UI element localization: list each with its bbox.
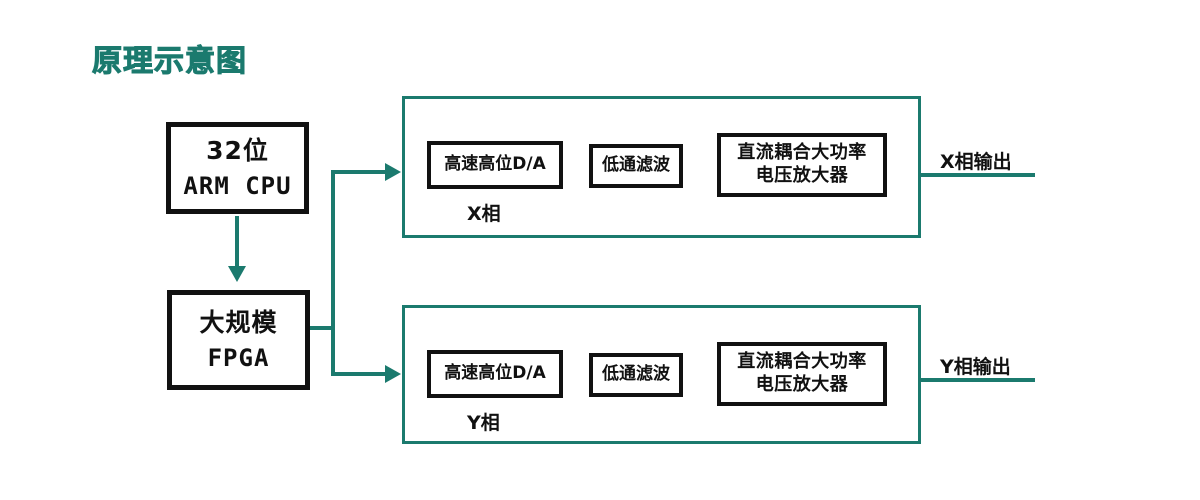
connector-branch-to-y [331, 372, 389, 376]
phase-container-y: 高速高位D/A Y相 低通滤波 直流耦合大功率 电压放大器 [402, 305, 921, 444]
block-fpga-line2: FPGA [207, 343, 270, 372]
connector-branch-to-x [331, 170, 389, 174]
stage-x-amplifier-line2: 电压放大器 [755, 165, 849, 186]
stage-x-amplifier-line1: 直流耦合大功率 [737, 142, 867, 164]
phase-label-x: X相 [467, 203, 501, 225]
stage-y-amplifier-line1: 直流耦合大功率 [737, 351, 867, 373]
stage-x-dac-label: 高速高位D/A [444, 154, 546, 175]
page-title: 原理示意图 [92, 44, 247, 80]
stage-x-lowpass: 低通滤波 [589, 144, 683, 188]
output-wire-x [919, 173, 1035, 177]
stage-y-lowpass-label: 低通滤波 [602, 364, 670, 385]
block-fpga: 大规模 FPGA [167, 290, 310, 390]
stage-y-lowpass: 低通滤波 [589, 353, 683, 397]
block-arm-cpu: 32位 ARM CPU [166, 122, 309, 214]
stage-y-dac: 高速高位D/A [427, 350, 563, 398]
stage-y-amplifier-line2: 电压放大器 [755, 374, 849, 395]
connector-branch-to-y-arrowhead [385, 365, 401, 383]
stage-y-dac-label: 高速高位D/A [444, 363, 546, 384]
block-fpga-line1: 大规模 [199, 308, 278, 338]
connector-cpu-to-fpga-line [235, 216, 239, 270]
connector-branch-to-x-arrowhead [385, 163, 401, 181]
connector-branch-trunk [331, 170, 335, 376]
phase-label-y: Y相 [467, 412, 500, 434]
output-label-x: X相输出 [940, 151, 1012, 173]
connector-fpga-stub [310, 326, 335, 330]
stage-x-amplifier: 直流耦合大功率 电压放大器 [717, 133, 887, 197]
phase-container-x: 高速高位D/A X相 低通滤波 直流耦合大功率 电压放大器 [402, 96, 921, 238]
stage-y-amplifier: 直流耦合大功率 电压放大器 [717, 342, 887, 406]
stage-x-dac: 高速高位D/A [427, 141, 563, 189]
output-wire-y [919, 378, 1035, 382]
stage-x-lowpass-label: 低通滤波 [602, 155, 670, 176]
connector-cpu-to-fpga-arrowhead [228, 266, 246, 282]
block-arm-cpu-line2: ARM CPU [183, 171, 292, 200]
block-arm-cpu-line1: 32位 [206, 136, 269, 166]
output-label-y: Y相输出 [940, 356, 1011, 378]
